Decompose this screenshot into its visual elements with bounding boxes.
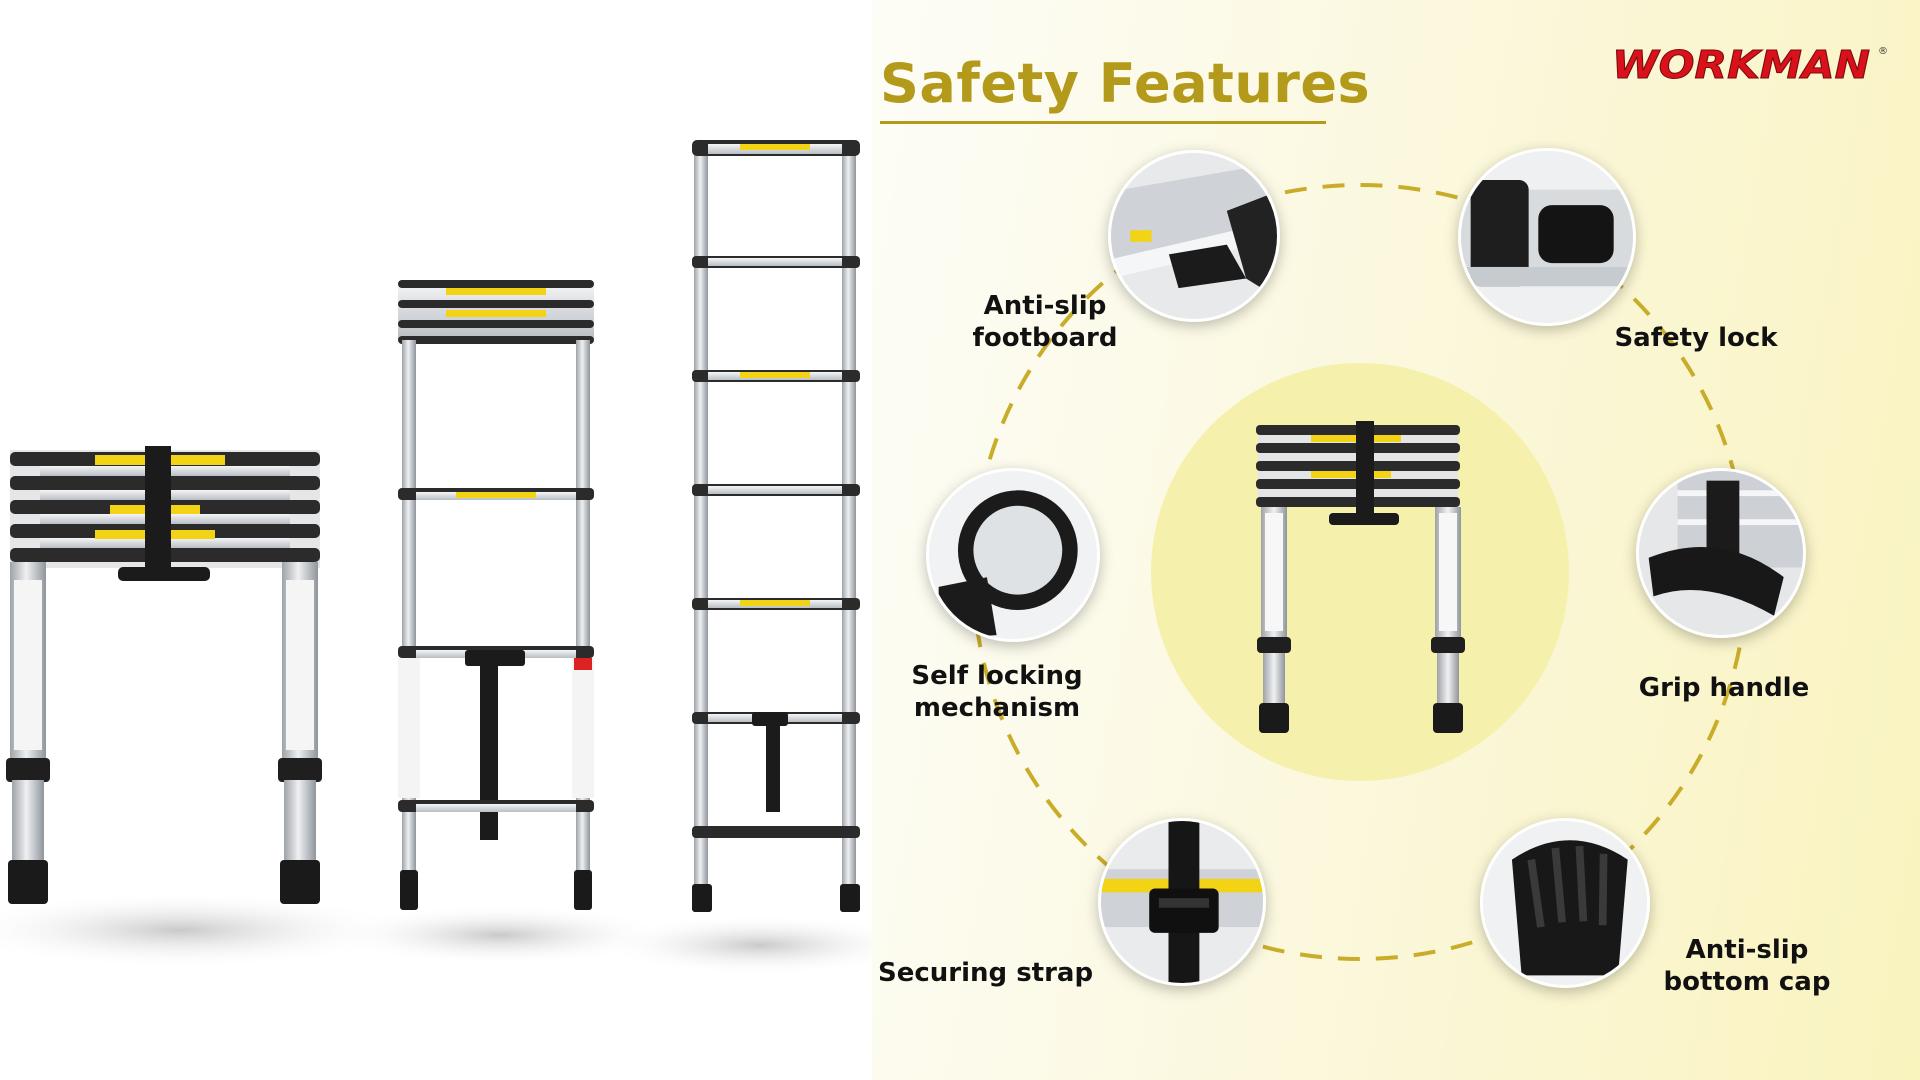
center-ladder-image	[1151, 363, 1569, 781]
tall-ladder	[692, 140, 860, 912]
feature-label-safety-lock: Safety lock	[1614, 323, 1778, 353]
feature-label-securing-strap: Securing strap	[878, 958, 1094, 988]
telescopic-ladders-image	[0, 140, 872, 975]
workman-logo: WORKMAN ®	[1612, 43, 1889, 87]
page-title: Safety Features	[880, 52, 1371, 115]
svg-text:®: ®	[1878, 46, 1888, 57]
anti-slip-bottom-cap-photo	[1480, 818, 1650, 988]
svg-text:WORKMAN: WORKMAN	[1612, 43, 1870, 86]
medium-ladder	[398, 280, 594, 910]
title-underline	[880, 121, 1326, 124]
safety-lock-photo	[1458, 148, 1636, 326]
securing-strap-photo	[1098, 818, 1266, 986]
collapsed-ladder	[6, 446, 322, 904]
feature-label-grip-handle: Grip handle	[1638, 673, 1810, 703]
self-locking-mechanism-photo	[926, 468, 1100, 642]
product-photo-panel	[0, 0, 872, 1080]
anti-slip-footboard-photo	[1108, 150, 1280, 322]
grip-handle-photo	[1636, 468, 1806, 638]
